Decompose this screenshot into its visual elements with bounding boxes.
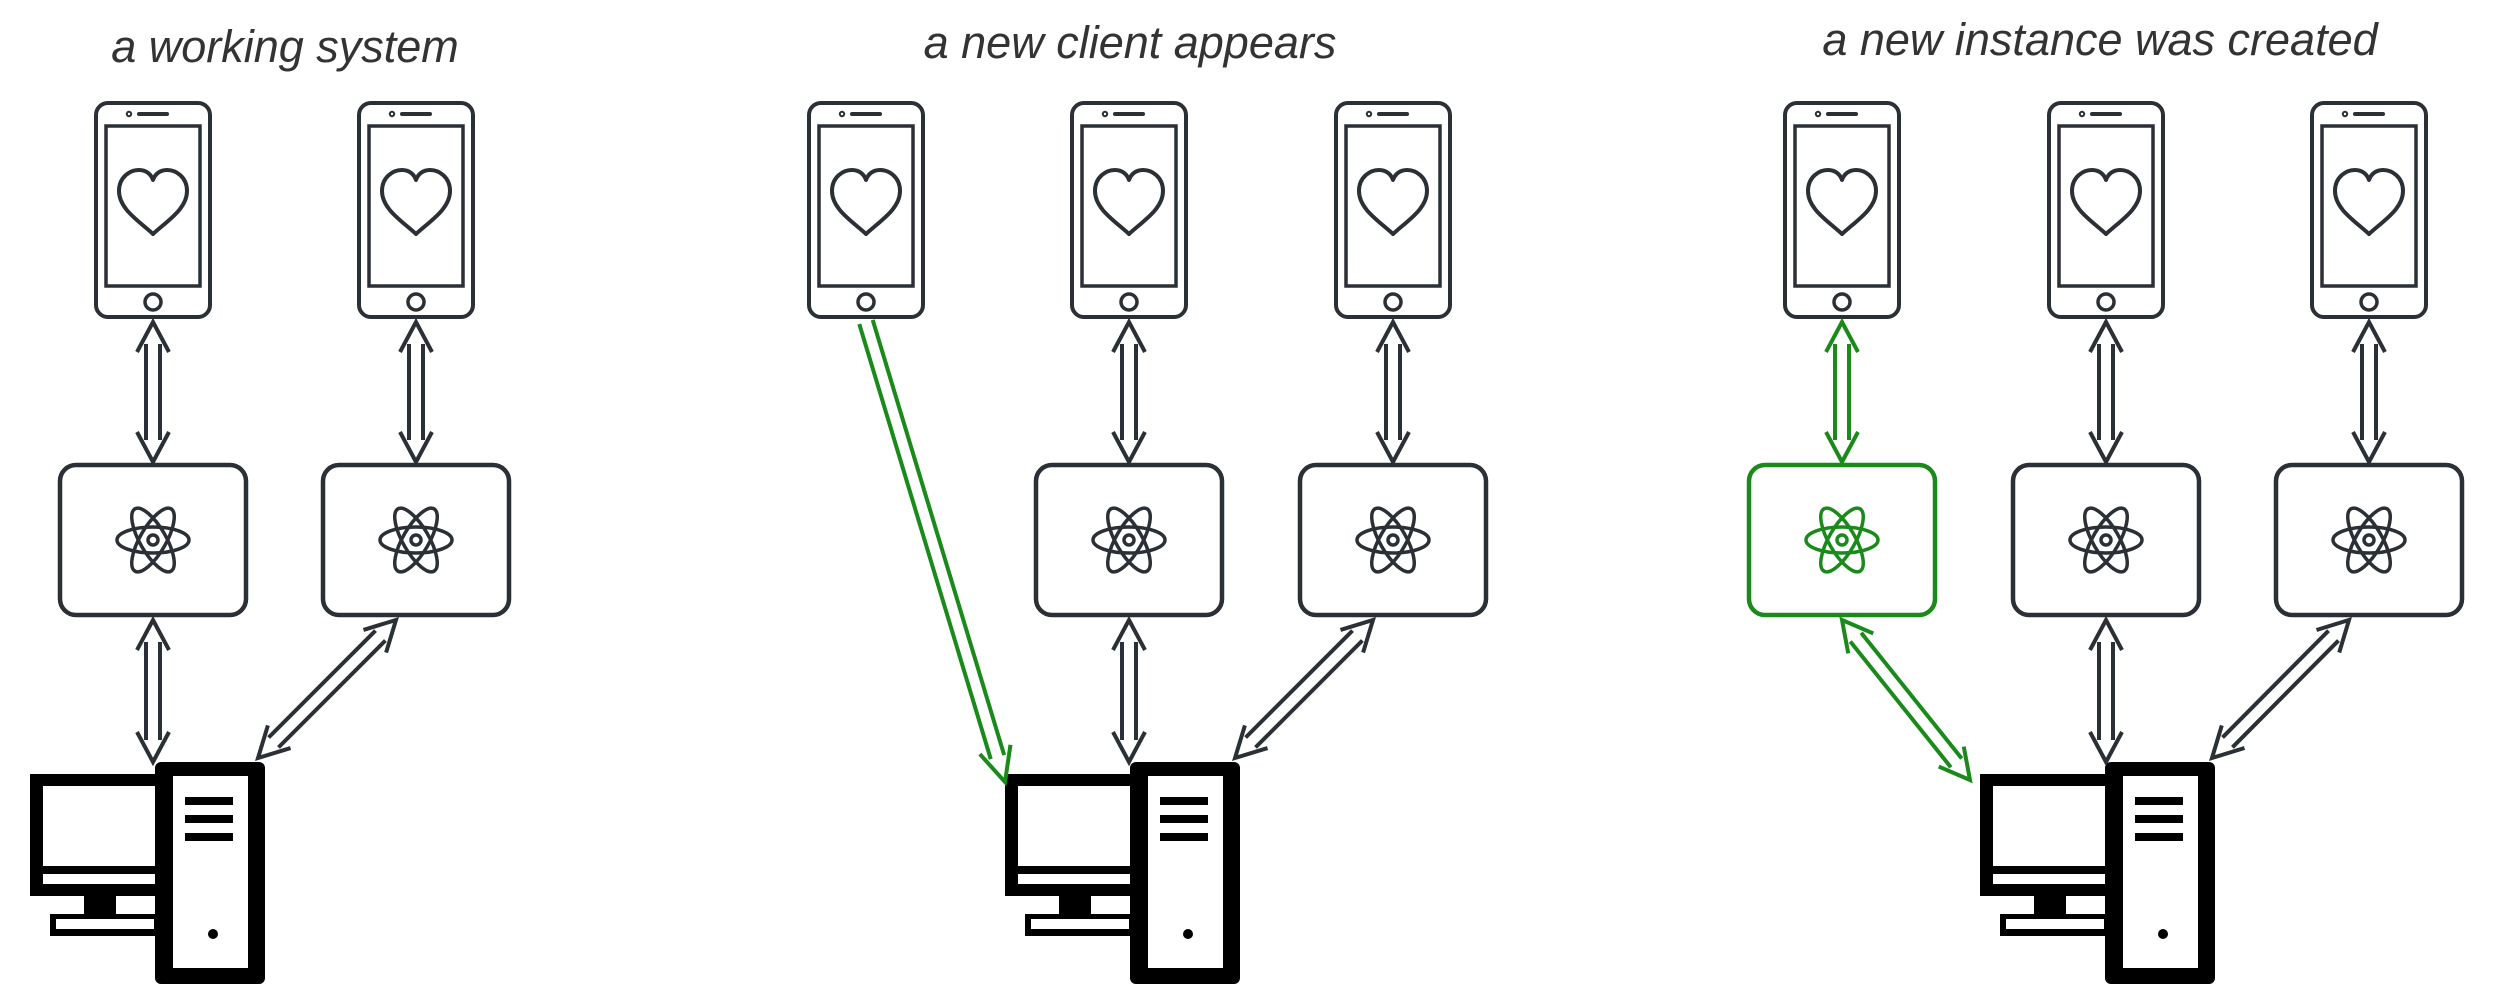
panel-1-phone-instance-arrow xyxy=(398,317,434,467)
panel-2-client-phone xyxy=(1334,101,1452,319)
panel-3-instance-server-arrow xyxy=(2088,615,2124,767)
panel-1-instance xyxy=(57,462,249,618)
panel-3-server xyxy=(1980,762,2215,984)
panel-2-title: a new client appears xyxy=(924,17,1337,68)
panel-2-client-phone xyxy=(1070,101,1188,319)
panel-2-client-phone xyxy=(807,101,925,319)
panel-2-phone-instance-arrow xyxy=(1375,317,1411,467)
panel-1-instance-server-arrow xyxy=(135,615,171,767)
panel-2-new-client-arrow xyxy=(857,319,1013,787)
panel-2-server xyxy=(1005,762,1240,984)
panel-3-instance xyxy=(2010,462,2202,618)
desktop-computer-icon xyxy=(30,762,265,984)
panel-1-client-phone xyxy=(357,101,475,319)
panel-1-instance xyxy=(320,462,512,618)
panel-2-instance xyxy=(1033,462,1225,618)
panel-3-client-phone xyxy=(1783,101,1901,319)
desktop-computer-icon xyxy=(1980,762,2215,984)
panel-3-new-phone-instance-arrow xyxy=(1824,317,1860,467)
panel-3-phone-instance-arrow xyxy=(2088,317,2124,467)
panel-3-new-instance-server-arrow xyxy=(1839,616,1973,784)
panel-3-phone-instance-arrow xyxy=(2351,317,2387,467)
desktop-computer-icon xyxy=(1005,762,1240,984)
panel-1-instance-server-arrow xyxy=(254,616,400,762)
panel-2-phone-instance-arrow xyxy=(1111,317,1147,467)
panel-1-phone-instance-arrow xyxy=(135,317,171,467)
panel-3-title: a new instance was created xyxy=(1822,14,2379,65)
panel-1-title: a working system xyxy=(111,21,459,72)
panel-3-instance xyxy=(2273,462,2465,618)
panel-3-instance-server-arrow xyxy=(2209,616,2352,762)
panel-2-instance xyxy=(1297,462,1489,618)
panel-3-client-phone xyxy=(2310,101,2428,319)
panel-1-client-phone xyxy=(94,101,212,319)
panel-1-server xyxy=(30,762,265,984)
panel-3-client-phone xyxy=(2047,101,2165,319)
panel-3-new-instance xyxy=(1746,462,1938,618)
panel-2-instance-server-arrow xyxy=(1111,615,1147,767)
panel-2-instance-server-arrow xyxy=(1231,616,1377,762)
